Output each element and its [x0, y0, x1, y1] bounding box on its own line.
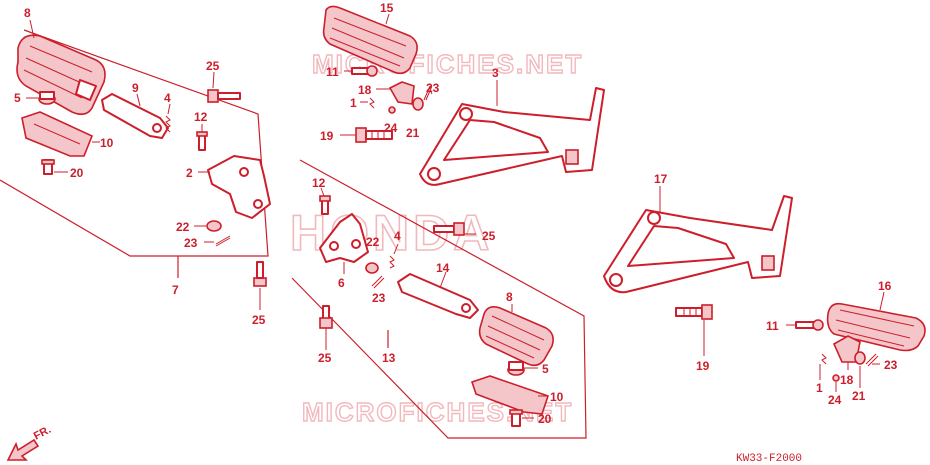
callout-19-top: 19	[320, 129, 334, 143]
assembly-13-boundary	[291, 159, 587, 439]
washer-21-top	[412, 97, 424, 111]
callout-19-right: 19	[696, 359, 710, 373]
footpeg-rubber-8-center	[478, 306, 554, 367]
callout-4-center: 4	[394, 229, 401, 243]
callout-12-center: 12	[312, 176, 326, 190]
callout-11-top: 11	[326, 65, 339, 79]
callout-25-lower-left: 25	[252, 313, 266, 327]
callout-23-right: 23	[884, 358, 898, 372]
callout-1-right: 1	[816, 381, 823, 395]
bracket-18-top	[388, 81, 415, 105]
leader-9	[136, 93, 141, 107]
callout-7: 7	[172, 283, 179, 297]
callout-5-center: 5	[542, 362, 549, 376]
callout-3: 3	[492, 66, 499, 80]
cotter-pin-23-center	[371, 275, 385, 289]
leader-8-left	[29, 19, 35, 39]
spring-4-center	[389, 255, 395, 269]
callout-23-center: 23	[372, 291, 386, 305]
callout-17: 17	[654, 172, 668, 186]
footpeg-15	[322, 5, 418, 75]
cotter-pin-23-left	[215, 235, 231, 247]
callout-15: 15	[380, 1, 394, 15]
bolt-25-upper-left	[207, 89, 241, 103]
bolt-19-right	[675, 304, 713, 320]
footpeg-plate-10-center	[470, 375, 550, 415]
bolt-20-left	[41, 159, 55, 175]
callout-4-left: 4	[164, 91, 171, 105]
cotter-pin-23-top	[423, 85, 433, 101]
callout-6: 6	[338, 276, 345, 290]
callout-23-top: 23	[426, 81, 440, 95]
callout-16: 16	[878, 279, 892, 293]
bolt-25-center	[433, 222, 465, 236]
footpeg-16	[826, 302, 926, 352]
callout-10-left: 10	[100, 136, 114, 150]
pin-24-top	[388, 106, 396, 114]
cotter-pin-23-right	[865, 353, 879, 367]
leader-12-center	[320, 187, 325, 197]
callout-21-top: 21	[406, 126, 420, 140]
washer-22-left	[206, 220, 222, 232]
bracket-2	[207, 155, 271, 219]
pin-12-left	[196, 131, 208, 151]
callout-9: 9	[132, 81, 139, 95]
bolt-25-lower-left	[253, 261, 267, 287]
callout-25-center: 25	[482, 229, 496, 243]
spring-1-right	[821, 353, 827, 365]
spring-4-left	[165, 115, 171, 133]
callout-14: 14	[436, 261, 450, 275]
pin-11-right	[795, 319, 824, 331]
front-direction-arrow: FR.	[6, 424, 53, 461]
callout-22-left: 22	[176, 220, 190, 234]
callout-18-right: 18	[840, 373, 854, 387]
washer-5-left	[38, 91, 56, 105]
callout-2: 2	[186, 166, 193, 180]
frame-bracket-17	[603, 195, 793, 294]
leader-23-top	[429, 89, 433, 95]
callout-1-top: 1	[350, 96, 357, 110]
washer-21-right	[854, 351, 866, 365]
pin-11-top	[351, 65, 378, 77]
washer-22-center	[365, 262, 379, 274]
front-direction-label: FR.	[32, 424, 53, 443]
callout-8-left: 8	[24, 6, 31, 20]
callout-11-right: 11	[766, 319, 779, 333]
footpeg-arm-14	[397, 273, 479, 319]
callout-24-top: 24	[384, 121, 398, 135]
footpeg-rubber-8-left	[16, 34, 106, 116]
callout-20-left: 20	[70, 166, 84, 180]
callout-24-right: 24	[828, 393, 842, 407]
callout-18-top: 18	[358, 83, 372, 97]
frame-bracket-3	[419, 87, 605, 186]
leader-14	[439, 271, 447, 289]
callout-8-center: 8	[506, 290, 513, 304]
callout-10-center: 10	[550, 390, 564, 404]
leader-4-center	[393, 243, 399, 255]
leader-4-left	[167, 103, 171, 115]
bolt-20-center	[509, 409, 523, 427]
leader-25-upper-left	[212, 71, 215, 89]
spring-1-top	[369, 97, 375, 109]
callout-23-left: 23	[184, 236, 198, 250]
callout-13: 13	[382, 351, 396, 365]
pin-24-right	[832, 374, 840, 382]
callout-25-lower-center: 25	[318, 351, 332, 365]
callout-5-left: 5	[14, 91, 21, 105]
pin-12-center	[319, 195, 331, 215]
diagram-code: KW33-F2000	[736, 453, 802, 465]
footpeg-plate-10-left	[21, 111, 94, 157]
callout-21-right: 21	[852, 389, 866, 403]
footpeg-arm-9	[101, 93, 169, 139]
callout-22-center: 22	[366, 235, 380, 249]
callout-12-left: 12	[194, 110, 208, 124]
callout-25-upper-left: 25	[206, 59, 220, 73]
leader-16	[879, 291, 885, 311]
callout-20-center: 20	[538, 412, 552, 426]
washer-5-center	[507, 361, 525, 376]
leader-15	[385, 13, 390, 25]
bracket-6	[319, 213, 369, 263]
